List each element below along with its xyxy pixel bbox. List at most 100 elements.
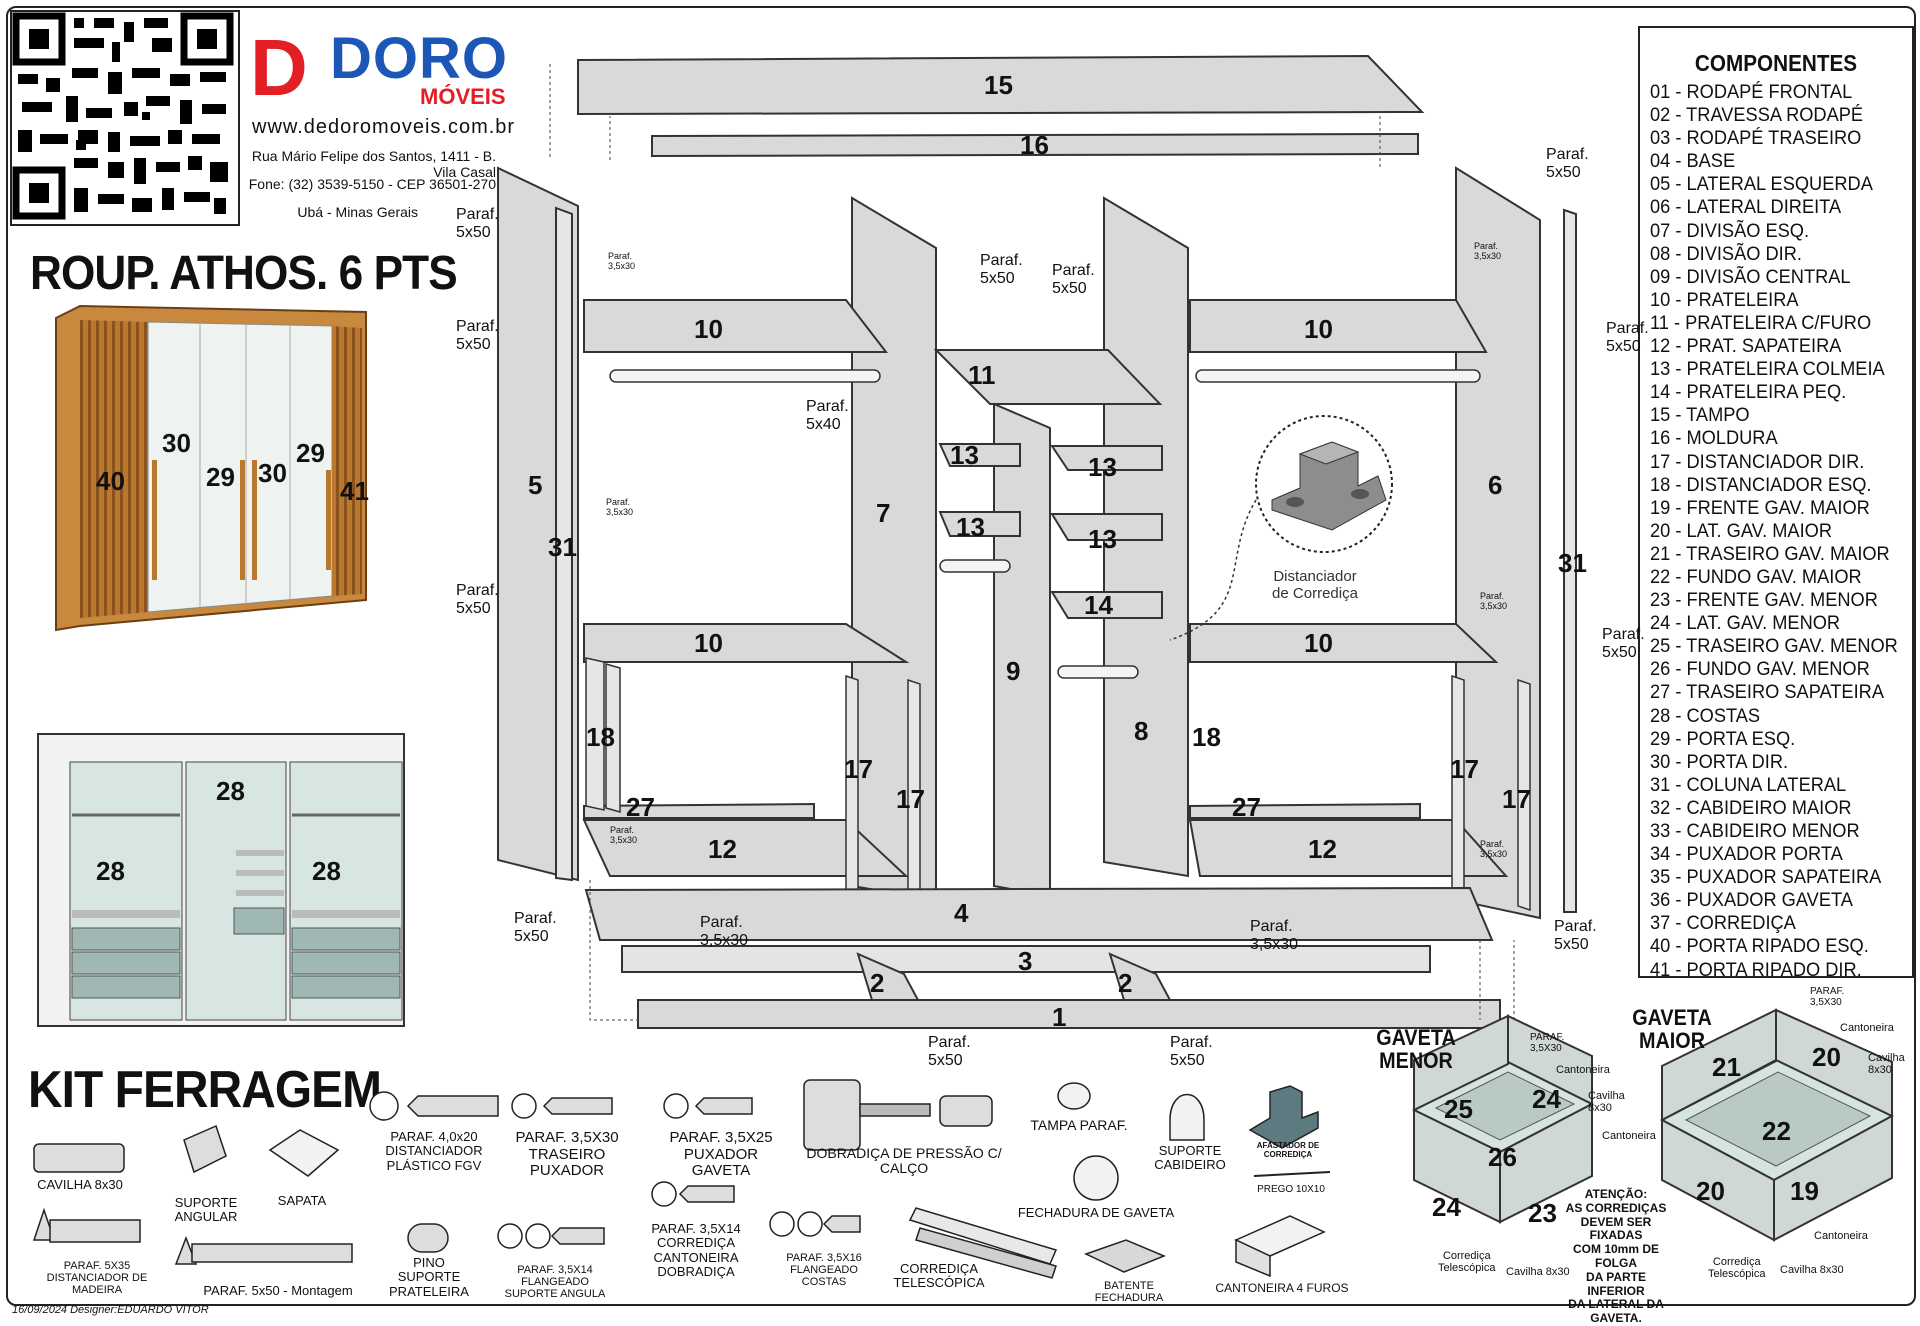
- part-label-31-left: 31: [548, 532, 577, 562]
- screw-small-b: Paraf.3,5x30: [606, 497, 634, 517]
- gaveta-menor-paraf: PARAF. 3,5X30: [1530, 1032, 1565, 1054]
- component-item: 41 - PORTA RIPADO DIR.: [1650, 958, 1862, 981]
- wardrobe-preview: [55, 304, 367, 632]
- screw-small-c: Paraf.3,5x30: [610, 825, 638, 845]
- costas-label-28-center: 28: [216, 776, 245, 806]
- component-item: 05 - LATERAL ESQUERDA: [1650, 173, 1873, 196]
- screw-small-f: Paraf.3,5x30: [1480, 839, 1508, 859]
- assembly-guide-lines: [549, 64, 1515, 1021]
- hw-paraf-35x30: PARAF. 3,5X30 TRASEIRO PUXADOR: [515, 1129, 619, 1179]
- part-label-13-a: 13: [950, 440, 979, 470]
- gaveta-maior-label-22: 22: [1762, 1116, 1791, 1146]
- component-item: 18 - DISTANCIADOR ESQ.: [1650, 473, 1872, 496]
- screw-callout-5x50-h: Paraf.5x50: [1606, 320, 1649, 356]
- gaveta-maior-label-20-top: 20: [1812, 1042, 1841, 1072]
- preview-label-29: 29: [206, 462, 235, 492]
- screw-callout-35x30-b: Paraf.3,5x30: [1250, 918, 1299, 954]
- page-frame: [6, 6, 1916, 1306]
- gaveta-maior-title: GAVETA MAIOR: [1632, 1005, 1712, 1054]
- part-base: [584, 886, 1501, 1029]
- costas-label-28-left: 28: [96, 856, 125, 886]
- kit-ferragem-title: KIT FERRAGEM: [28, 1061, 382, 1119]
- gaveta-menor-label-25: 25: [1444, 1094, 1473, 1124]
- part-label-2-left: 2: [870, 968, 885, 998]
- screw-callout-5x50-g: Paraf.5x50: [1546, 146, 1589, 182]
- part-laterals-left: [497, 166, 579, 882]
- screw-callout-5x50-f: Paraf.5x50: [1052, 262, 1095, 298]
- component-item: 25 - TRASEIRO GAV. MENOR: [1650, 635, 1898, 658]
- gaveta-maior-cantoneira-bottom: Cantoneira: [1814, 1230, 1868, 1242]
- part-label-17-c: 17: [1450, 754, 1479, 784]
- part-label-13-b: 13: [1088, 452, 1117, 482]
- gaveta-menor-cavilha-inline: Cavilha 8x30: [1506, 1266, 1570, 1278]
- hw-dobradica: DOBRADIÇA DE PRESSÃO C/ CALÇO: [806, 1145, 1002, 1177]
- hw-batente: BATENTE FECHADURA: [1094, 1280, 1164, 1305]
- part-label-13-c: 13: [956, 512, 985, 542]
- screw-callout-5x50-e: Paraf.5x50: [980, 252, 1023, 288]
- gaveta-menor-cantoneira-side: Cantoneira: [1602, 1130, 1656, 1142]
- part-label-1: 1: [1052, 1002, 1067, 1032]
- part-label-6: 6: [1488, 470, 1503, 500]
- preview-label-29b: 29: [296, 438, 325, 468]
- component-item: 27 - TRASEIRO SAPATEIRA: [1650, 681, 1884, 704]
- component-item: 13 - PRATELEIRA COLMEIA: [1650, 358, 1885, 381]
- part-label-17-b: 17: [896, 784, 925, 814]
- component-item: 21 - TRASEIRO GAV. MAIOR: [1650, 542, 1890, 565]
- component-item: 26 - FUNDO GAV. MENOR: [1650, 658, 1870, 681]
- costas-label-28-right: 28: [312, 856, 341, 886]
- component-item: 10 - PRATELEIRA: [1650, 288, 1799, 311]
- gaveta-maior-corredica: Corrediça Telescópica: [1708, 1256, 1766, 1281]
- gaveta-menor-label-24-bottom: 24: [1432, 1192, 1461, 1222]
- component-item: 01 - RODAPÉ FRONTAL: [1650, 81, 1853, 103]
- gaveta-menor-title: GAVETA MENOR: [1376, 1025, 1456, 1074]
- screw-callout-5x50-j: Paraf.5x50: [1554, 918, 1597, 954]
- screw-small-a: Paraf.3,5x30: [608, 251, 636, 271]
- gaveta-maior-cavilha: Cavilha 8x30: [1868, 1052, 1905, 1077]
- brand-logo-name: DORO: [330, 26, 508, 91]
- part-label-13-d: 13: [1088, 524, 1117, 554]
- component-item: 34 - PUXADOR PORTA: [1650, 843, 1843, 866]
- gaveta-maior-label-20-bottom: 20: [1696, 1176, 1725, 1206]
- hw-paraf-35x25: PARAF. 3,5X25 PUXADOR GAVETA: [669, 1129, 773, 1179]
- part-label-18-right: 18: [1192, 722, 1221, 752]
- part-label-10-top-right: 10: [1304, 314, 1333, 344]
- screw-callout-5x50-k: Paraf.5x50: [928, 1034, 971, 1070]
- component-item: 15 - TAMPO: [1650, 404, 1750, 427]
- component-item: 24 - LAT. GAV. MENOR: [1650, 612, 1841, 635]
- screw-callout-5x50-a: Paraf.5x50: [456, 206, 499, 242]
- component-item: 19 - FRENTE GAV. MAIOR: [1650, 496, 1870, 519]
- part-label-18-left: 18: [586, 722, 615, 752]
- brand-address-city: Ubá - Minas Gerais: [297, 204, 418, 220]
- hw-afastador: AFASTADOR DE CORREDIÇA: [1256, 1141, 1320, 1159]
- component-item: 11 - PRATELEIRA C/FURO: [1650, 311, 1872, 334]
- component-item: 35 - PUXADOR SAPATEIRA: [1650, 866, 1882, 889]
- part-label-10-mid-right: 10: [1304, 628, 1333, 658]
- part-label-2-right: 2: [1118, 968, 1133, 998]
- gaveta-maior-label-21: 21: [1712, 1052, 1741, 1082]
- part-label-11: 11: [968, 360, 996, 390]
- hw-fechadura: FECHADURA DE GAVETA: [1017, 1205, 1175, 1220]
- gaveta-menor-cantoneira-top: Cantoneira: [1556, 1064, 1610, 1076]
- part-label-16: 16: [1020, 130, 1049, 160]
- component-item: 31 - COLUNA LATERAL: [1650, 773, 1847, 796]
- hw-paraf-4x20: PARAF. 4,0x20 DISTANCIADOR PLÁSTICO FGV: [385, 1129, 483, 1173]
- component-item: 40 - PORTA RIPADO ESQ.: [1650, 935, 1869, 958]
- hw-sapata: SAPATA: [277, 1193, 327, 1208]
- gaveta-menor-label-23: 23: [1528, 1198, 1557, 1228]
- component-item: 20 - LAT. GAV. MAIOR: [1650, 519, 1833, 542]
- component-item: 16 - MOLDURA: [1650, 427, 1778, 450]
- hw-cantoneira-4-furos: CANTONEIRA 4 FUROS: [1215, 1281, 1349, 1295]
- component-item: 04 - BASE: [1650, 150, 1736, 173]
- part-label-14: 14: [1084, 590, 1113, 620]
- component-item: 06 - LATERAL DIREITA: [1650, 196, 1842, 219]
- component-item: 30 - PORTA DIR.: [1650, 750, 1789, 773]
- gaveta-menor-corredica: Corrediça Telescópica: [1438, 1250, 1496, 1275]
- gaveta-maior-label-19: 19: [1790, 1176, 1819, 1206]
- gaveta-maior-drawing: [1659, 1008, 1895, 1242]
- hw-paraf-flang-suporte: PARAF. 3,5X14 FLANGEADO SUPORTE ANGULA: [504, 1264, 606, 1301]
- part-label-27-right: 27: [1232, 792, 1261, 822]
- screw-callout-5x50-l: Paraf.5x50: [1170, 1034, 1213, 1070]
